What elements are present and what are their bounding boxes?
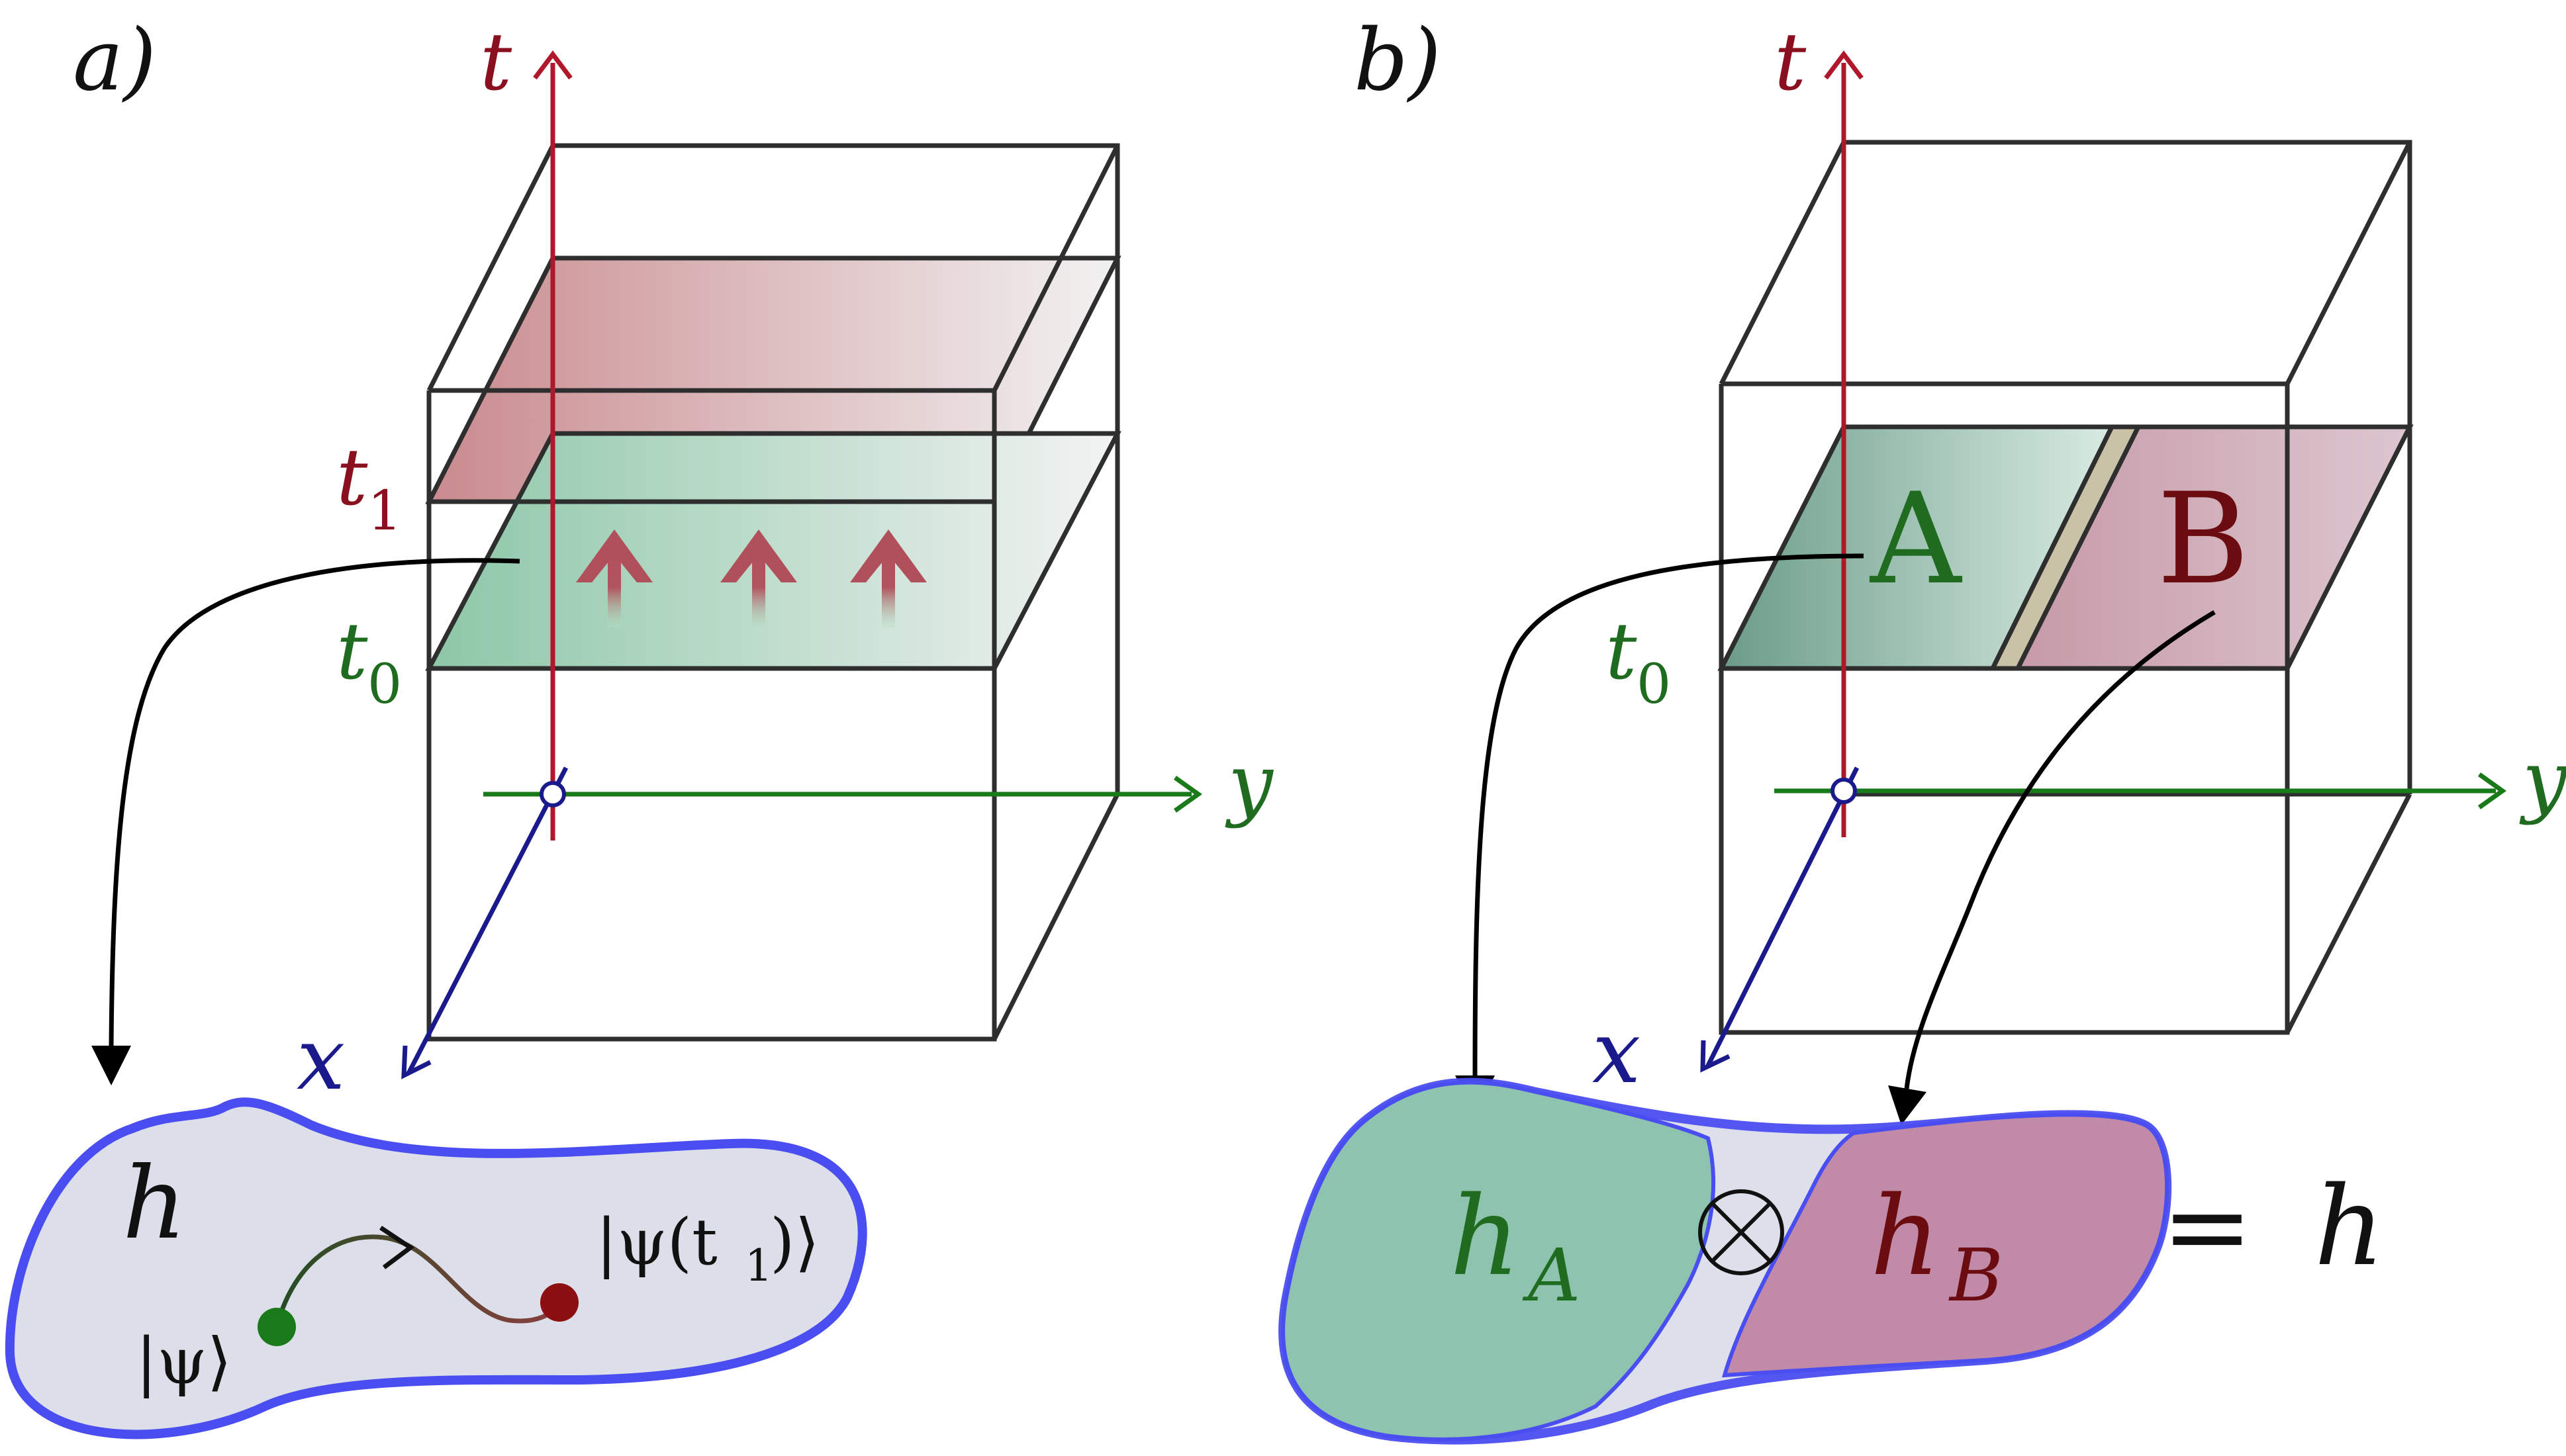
svg-text:t: t — [336, 432, 368, 523]
x-axis-a — [406, 766, 569, 1073]
region-a-label: A — [1869, 466, 1963, 612]
y-axis-label-b: y — [2519, 735, 2566, 827]
final-state-dot — [540, 1283, 579, 1322]
hA-label: h A — [1450, 1173, 1580, 1318]
mapping-arrowhead-a — [91, 1046, 131, 1085]
mapping-arrow-to-hB — [1904, 610, 2216, 1089]
x-axis-arrowhead-a — [401, 1045, 432, 1079]
x-axis-label-a: x — [297, 1009, 345, 1109]
mapping-arrow-a — [109, 558, 520, 1050]
x-axis-b — [1705, 766, 1860, 1067]
svg-text:B: B — [1948, 1233, 2003, 1318]
hilbert-symbol-a: h — [122, 1146, 187, 1261]
t-axis-arrowhead-a — [533, 50, 573, 80]
y-axis-label-a: y — [1225, 738, 1274, 830]
up-arrow-icon — [576, 529, 653, 627]
origin-a — [540, 781, 566, 807]
mapping-arrow-to-hA — [1472, 553, 1864, 1076]
equals-h-label: = h — [2162, 1163, 2385, 1290]
y-axis-arrowhead-b — [2477, 772, 2507, 809]
mapping-arrowhead-hB — [1888, 1085, 1926, 1125]
svg-text:1: 1 — [367, 480, 402, 543]
t-axis-label-a: t — [480, 17, 512, 109]
final-state-label: |ψ(t 1 )⟩ — [596, 1205, 820, 1291]
svg-text:h: h — [1870, 1173, 1940, 1300]
svg-text:A: A — [1522, 1233, 1580, 1318]
t1-label-a: t 1 — [336, 432, 402, 543]
panel-a-label: a) — [73, 11, 156, 110]
cube-b-front — [1719, 141, 2412, 1035]
svg-text:t: t — [1605, 606, 1637, 697]
t0-label-a: t 0 — [336, 606, 402, 716]
hilbert-region-b — [1721, 1113, 2169, 1378]
evolution-arrows — [576, 529, 927, 627]
t0-label-b: t 0 — [1605, 606, 1671, 716]
x-axis-label-b: x — [1592, 1002, 1640, 1103]
up-arrow-icon — [850, 529, 927, 627]
y-axis-arrowhead-a — [1173, 776, 1203, 813]
up-arrow-icon — [720, 529, 797, 627]
svg-text:1: 1 — [745, 1240, 773, 1291]
svg-text:t: t — [336, 606, 368, 697]
panel-a: a) — [5, 11, 1274, 1439]
initial-state-dot — [258, 1308, 296, 1346]
trajectory-arrowhead-icon — [379, 1226, 415, 1269]
panel-b-label: b) — [1354, 11, 1441, 110]
svg-text:0: 0 — [367, 653, 402, 716]
tensor-product-icon: ⊗ — [1698, 1189, 1784, 1275]
origin-b — [1830, 778, 1857, 804]
t-axis-arrowhead-b — [1824, 50, 1864, 80]
svg-text:|ψ(t: |ψ(t — [596, 1205, 718, 1279]
x-axis-arrowhead-b — [1700, 1040, 1731, 1073]
svg-text:h: h — [1450, 1173, 1520, 1300]
svg-text:)⟩: )⟩ — [770, 1205, 820, 1279]
initial-state-label: |ψ⟩ — [136, 1324, 232, 1398]
hB-label: h B — [1870, 1173, 2003, 1318]
region-b-label: B — [2157, 466, 2250, 612]
t-axis-label-b: t — [1774, 17, 1807, 109]
state-trajectory — [274, 1234, 562, 1328]
hilbert-region-a — [1281, 1080, 1715, 1441]
svg-text:0: 0 — [1637, 653, 1671, 716]
